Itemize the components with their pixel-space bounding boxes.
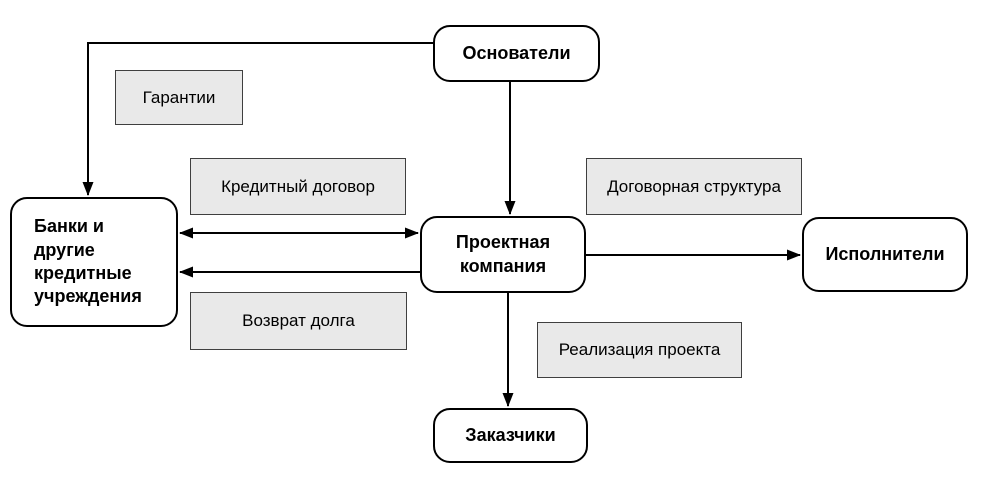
edge-label-project-implementation: Реализация проекта bbox=[537, 322, 742, 378]
node-contractors: Исполнители bbox=[802, 217, 968, 292]
node-customers: Заказчики bbox=[433, 408, 588, 463]
node-project-company: Проектная компания bbox=[420, 216, 586, 293]
node-banks-and-credit-institutions: Банки и другие кредитные учреждения bbox=[10, 197, 178, 327]
edge-label-credit-agreement: Кредитный договор bbox=[190, 158, 406, 215]
edge-label-contract-structure: Договорная структура bbox=[586, 158, 802, 215]
node-founders: Основатели bbox=[433, 25, 600, 82]
edge-label-debt-repayment: Возврат долга bbox=[190, 292, 407, 350]
edge-label-guarantees: Гарантии bbox=[115, 70, 243, 125]
